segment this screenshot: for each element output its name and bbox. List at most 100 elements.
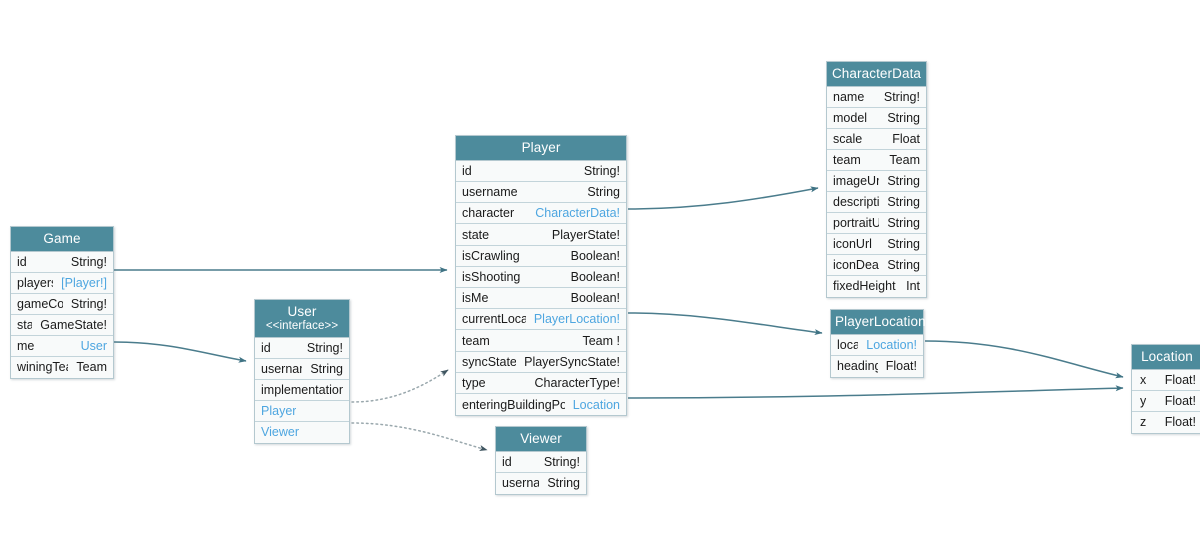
field-name: model bbox=[833, 110, 868, 125]
field-row[interactable]: imageUrl String bbox=[827, 170, 926, 192]
field-name: username bbox=[502, 476, 540, 491]
field-name: imageUrl bbox=[833, 173, 880, 188]
field-name: currentLocation bbox=[462, 312, 526, 327]
implementation-name: Viewer bbox=[261, 425, 299, 440]
field-name: iconUrl bbox=[833, 236, 872, 251]
field-row[interactable]: players [Player!] bbox=[11, 272, 113, 294]
field-row[interactable]: winingTeam Team bbox=[11, 356, 113, 378]
edge-game-me-to-user bbox=[113, 341, 247, 363]
field-row[interactable]: heading Float! bbox=[831, 355, 923, 377]
field-row[interactable]: fixedHeight Int bbox=[827, 275, 926, 297]
entity-game[interactable]: Game id String! players [Player!] gameCo… bbox=[10, 226, 114, 379]
field-row[interactable]: id String! bbox=[11, 251, 113, 273]
field-row[interactable]: character CharacterData! bbox=[456, 203, 626, 225]
edge-playerlocation-location-to-location bbox=[924, 340, 1124, 379]
field-name: isCrawling bbox=[462, 248, 520, 263]
field-type[interactable]: Location bbox=[572, 397, 620, 412]
field-name: username bbox=[261, 361, 302, 376]
field-type: Boolean! bbox=[570, 248, 620, 263]
field-type[interactable]: PlayerLocation! bbox=[533, 312, 620, 327]
entity-viewer[interactable]: Viewer id String! username String bbox=[495, 426, 587, 495]
field-type: String bbox=[887, 236, 920, 251]
edge-player-enteringbuildingposition-to-location bbox=[627, 385, 1124, 399]
field-row[interactable]: x Float! bbox=[1132, 369, 1200, 391]
field-row[interactable]: id String! bbox=[255, 337, 349, 359]
field-type[interactable]: User bbox=[80, 338, 107, 353]
field-row[interactable]: syncState PlayerSyncState! bbox=[456, 351, 626, 373]
field-row[interactable]: username String bbox=[255, 358, 349, 380]
field-name: state bbox=[462, 227, 490, 242]
edge-player-currentlocation-to-playerlocation bbox=[627, 312, 823, 336]
field-row[interactable]: z Float! bbox=[1132, 411, 1200, 433]
field-name: name bbox=[833, 89, 865, 104]
field-type[interactable]: CharacterData! bbox=[535, 206, 620, 221]
field-row[interactable]: username String bbox=[456, 182, 626, 204]
entity-user[interactable]: User <<interface>> id String! username S… bbox=[254, 299, 350, 444]
field-name: heading bbox=[837, 359, 878, 374]
implementation-player[interactable]: Player bbox=[255, 400, 349, 422]
field-type: String bbox=[887, 194, 920, 209]
field-type: PlayerSyncState! bbox=[524, 354, 620, 369]
field-row[interactable]: state GameState! bbox=[11, 314, 113, 336]
field-row[interactable]: portraitUrl String bbox=[827, 212, 926, 234]
field-row[interactable]: scale Float bbox=[827, 128, 926, 150]
field-row[interactable]: state PlayerState! bbox=[456, 224, 626, 246]
implementation-viewer[interactable]: Viewer bbox=[255, 421, 349, 443]
field-name: description bbox=[833, 194, 880, 209]
entity-player-title: Player bbox=[456, 136, 626, 161]
field-row[interactable]: iconUrl String bbox=[827, 233, 926, 255]
edge-user-impl-player-to-player bbox=[351, 369, 449, 403]
field-name: gameCode bbox=[17, 296, 63, 311]
field-type: Team bbox=[889, 152, 920, 167]
field-type: Float bbox=[892, 131, 920, 146]
entity-player[interactable]: Player id String! username String charac… bbox=[455, 135, 627, 417]
entity-location-title: Location bbox=[1132, 345, 1200, 370]
entity-characterdata[interactable]: CharacterData name String! model String … bbox=[826, 61, 927, 298]
field-type: String! bbox=[883, 89, 920, 104]
field-name: portraitUrl bbox=[833, 215, 880, 230]
field-row[interactable]: iconDeadUrl String bbox=[827, 254, 926, 276]
field-row[interactable]: isCrawling Boolean! bbox=[456, 245, 626, 267]
field-row[interactable]: currentLocation PlayerLocation! bbox=[456, 309, 626, 331]
field-row[interactable]: y Float! bbox=[1132, 390, 1200, 412]
edge-player-character-to-characterdata bbox=[627, 186, 819, 210]
entity-user-name: User bbox=[287, 304, 317, 319]
entity-location[interactable]: Location x Float! y Float! z Float! bbox=[1131, 344, 1200, 434]
field-row[interactable]: name String! bbox=[827, 86, 926, 108]
field-type: String bbox=[887, 110, 920, 125]
field-type[interactable]: [Player!] bbox=[61, 275, 107, 290]
field-type[interactable]: Location! bbox=[866, 337, 917, 352]
field-name: enteringBuildingPosition bbox=[462, 397, 565, 412]
field-type: Team bbox=[76, 360, 107, 375]
field-type: Boolean! bbox=[570, 291, 620, 306]
field-name: isMe bbox=[462, 291, 489, 306]
field-name: scale bbox=[833, 131, 863, 146]
field-row[interactable]: id String! bbox=[496, 451, 586, 473]
field-row[interactable]: location Location! bbox=[831, 334, 923, 356]
field-row[interactable]: enteringBuildingPosition Location bbox=[456, 393, 626, 416]
field-type: CharacterType! bbox=[534, 375, 620, 390]
field-row[interactable]: team Team ! bbox=[456, 330, 626, 352]
entity-playerlocation[interactable]: PlayerLocation location Location! headin… bbox=[830, 309, 926, 378]
field-name: players bbox=[17, 275, 53, 290]
field-row[interactable]: model String bbox=[827, 107, 926, 129]
field-row[interactable]: gameCode String! bbox=[11, 293, 113, 315]
field-name: z bbox=[1140, 415, 1147, 430]
field-row[interactable]: me User bbox=[11, 335, 113, 357]
field-type: PlayerState! bbox=[551, 227, 620, 242]
field-type: String! bbox=[583, 164, 620, 179]
field-row[interactable]: description String bbox=[827, 191, 926, 213]
field-row[interactable]: isShooting Boolean! bbox=[456, 266, 626, 289]
field-row[interactable]: isMe Boolean! bbox=[456, 288, 626, 310]
entity-characterdata-title: CharacterData bbox=[827, 62, 926, 87]
field-row[interactable]: type CharacterType! bbox=[456, 372, 626, 394]
field-name: id bbox=[17, 254, 27, 269]
field-row[interactable]: team Team bbox=[827, 149, 926, 171]
field-row[interactable]: username String bbox=[496, 472, 586, 494]
field-row[interactable]: id String! bbox=[456, 160, 626, 183]
field-name: fixedHeight bbox=[833, 279, 896, 294]
implementation-name: Player bbox=[261, 403, 297, 418]
field-name: iconDeadUrl bbox=[833, 257, 879, 272]
field-type: GameState! bbox=[40, 317, 107, 332]
